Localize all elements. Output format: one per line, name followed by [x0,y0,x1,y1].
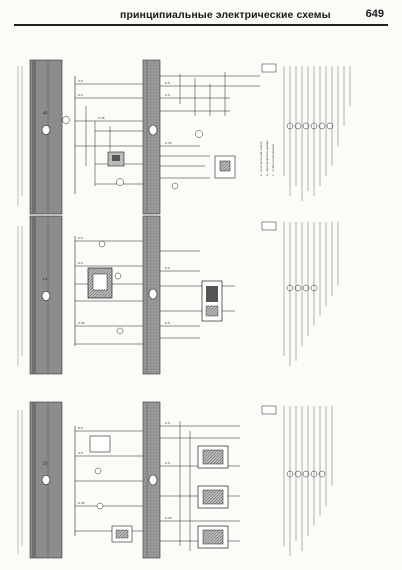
bus-label-bottom: D [43,461,49,465]
diagram-panel-middle: 0.5 0.5 0.35 0.5 0.5 [29,215,318,375]
panel-captions [17,66,23,554]
diagram-panel-bottom: 0.5 0.5 0.35 0.5 0.5 0.35 [29,401,326,559]
svg-text:0.5: 0.5 [165,321,170,325]
svg-text:0.5: 0.5 [78,93,83,97]
wiring-diagram-area: 0.5 0.5 0.35 0.5 0.5 0.35 к - контрольная ла… [0,26,402,570]
wiring-diagrams-svg: 0.5 0.5 0.35 0.5 0.5 0.35 к - контрольная ла… [17,59,351,559]
svg-text:0.5: 0.5 [165,93,170,97]
svg-text:0.5: 0.5 [165,81,170,85]
bus-label-top: B [43,111,49,115]
page-number: 649 [365,8,384,20]
svg-text:0.5: 0.5 [78,451,83,455]
svg-text:0.35: 0.35 [165,141,172,145]
svg-text:0.5: 0.5 [78,236,83,240]
svg-text:с - стеклоподъемник: с - стеклоподъемник [271,144,275,176]
diagram-panel-top: 0.5 0.5 0.35 0.5 0.5 0.35 к - контрольная ла… [29,59,334,215]
svg-text:0.5: 0.5 [165,461,170,465]
page-title: принципиальные электрические схемы [120,9,331,21]
svg-text:0.5: 0.5 [78,426,83,430]
page-header: принципиальные электрические схемы 649 [0,0,402,26]
svg-text:д - выключатель двери: д - выключатель двери [265,140,269,176]
header-rule [14,24,388,26]
bus-label-middle: C [43,277,49,281]
svg-text:0.5: 0.5 [165,266,170,270]
svg-text:0.35: 0.35 [165,516,172,520]
svg-text:0.5: 0.5 [78,261,83,265]
svg-text:0.35: 0.35 [98,116,105,120]
svg-text:0.35: 0.35 [78,501,85,505]
legend-text-lines [283,66,351,556]
svg-text:0.5: 0.5 [78,79,83,83]
svg-text:к - контрольная лампа: к - контрольная лампа [259,141,263,176]
svg-text:0.5: 0.5 [165,421,170,425]
svg-text:0.35: 0.35 [78,321,85,325]
